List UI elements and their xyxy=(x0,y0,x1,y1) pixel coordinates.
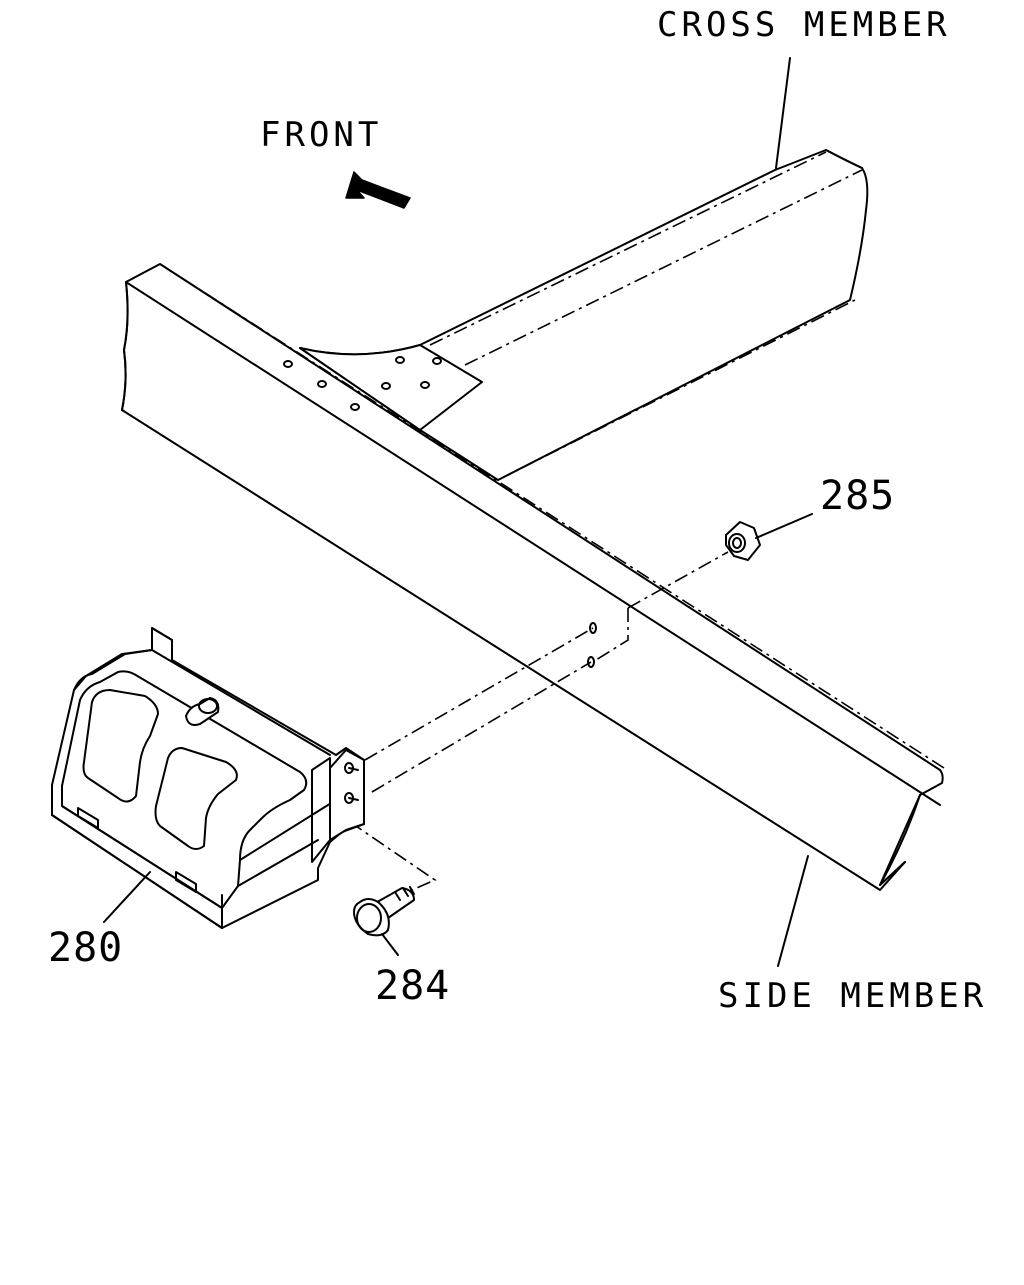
cross-member-label: CROSS MEMBER xyxy=(657,5,951,45)
side-member-label: SIDE MEMBER xyxy=(718,976,988,1016)
leader-lines xyxy=(103,57,813,967)
side-member-drawing xyxy=(121,263,945,891)
nut-285-drawing xyxy=(725,521,761,561)
leader-line-280 xyxy=(103,871,151,923)
leader-line-side-member xyxy=(777,855,809,967)
bolt-284-drawing xyxy=(353,886,415,937)
part-number-285: 285 xyxy=(820,473,896,519)
front-arrow-icon xyxy=(345,171,411,209)
leader-line-cross-member xyxy=(775,57,791,169)
part-number-280: 280 xyxy=(48,925,124,971)
front-label: FRONT xyxy=(260,115,383,155)
leader-line-285 xyxy=(755,513,813,539)
leader-line-284 xyxy=(381,933,399,956)
assembly-centerlines xyxy=(349,551,729,894)
component-280-drawing xyxy=(51,627,365,929)
part-number-284: 284 xyxy=(375,963,451,1009)
